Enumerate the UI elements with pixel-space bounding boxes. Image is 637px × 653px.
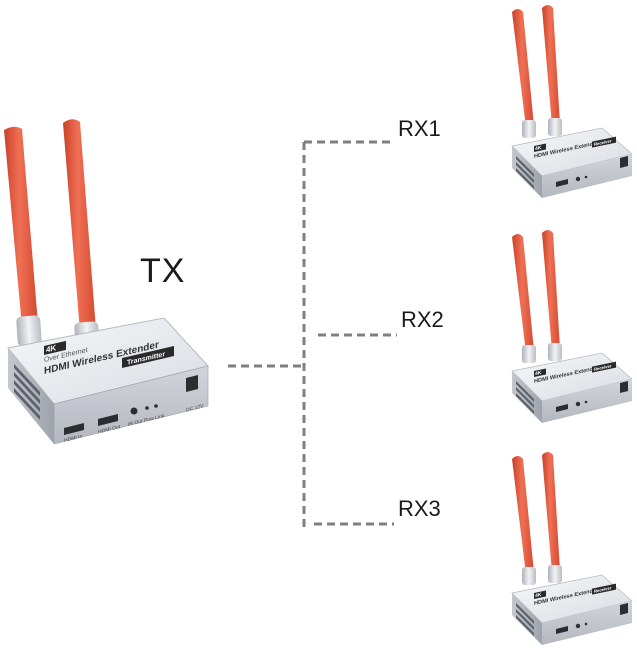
rx3-badge: 4K [535, 592, 542, 599]
tx-hdmi-in-port [64, 423, 84, 435]
rx1-badge: 4K [535, 145, 542, 152]
tx-ir-port [130, 407, 138, 415]
rx2-tag: Receiver [594, 363, 612, 372]
receiver-device-2: 4K HDMI Wireless Extender Receiver [511, 229, 633, 424]
tx-dc-port [186, 375, 198, 392]
tx-antenna-right [63, 119, 100, 353]
tx-antenna-left [4, 126, 42, 347]
tx-hdmi-in-label: HDMI In [64, 433, 82, 444]
tx-label: TX [140, 252, 186, 290]
connector-lines [228, 140, 397, 527]
tx-hdmi-out-label: HDMI Out [98, 424, 121, 436]
rx3-tag: Receiver [594, 585, 612, 594]
tx-dc-label: DC 12V [186, 403, 204, 413]
tx-badge: 4K [46, 343, 56, 354]
transmitter-device: 4K Over Ethernet HDMI Wireless Extender … [4, 119, 209, 445]
tx-link-led [154, 404, 158, 408]
rx2-badge: 4K [535, 370, 542, 377]
tx-hdmi-out-port [98, 414, 118, 426]
tx-vents [14, 364, 40, 420]
rx3-label: RX3 [398, 496, 441, 521]
tx-indicators-label: Pow Link [144, 413, 165, 424]
tx-pow-led [145, 406, 149, 410]
tx-ports: HDMI In HDMI Out IR Out Pow Link DC 12V [64, 375, 204, 444]
rx2-label: RX2 [401, 307, 444, 332]
tx-housing-side [53, 365, 209, 445]
rx1-tag: Receiver [594, 138, 612, 147]
rx1-label: RX1 [398, 116, 441, 141]
receiver-device-3: 4K HDMI Wireless Extender Receiver [511, 451, 633, 646]
tx-ir-label: IR Out [128, 418, 143, 428]
receiver-device-1: 4K HDMI Wireless Extender Receiver [511, 4, 633, 199]
